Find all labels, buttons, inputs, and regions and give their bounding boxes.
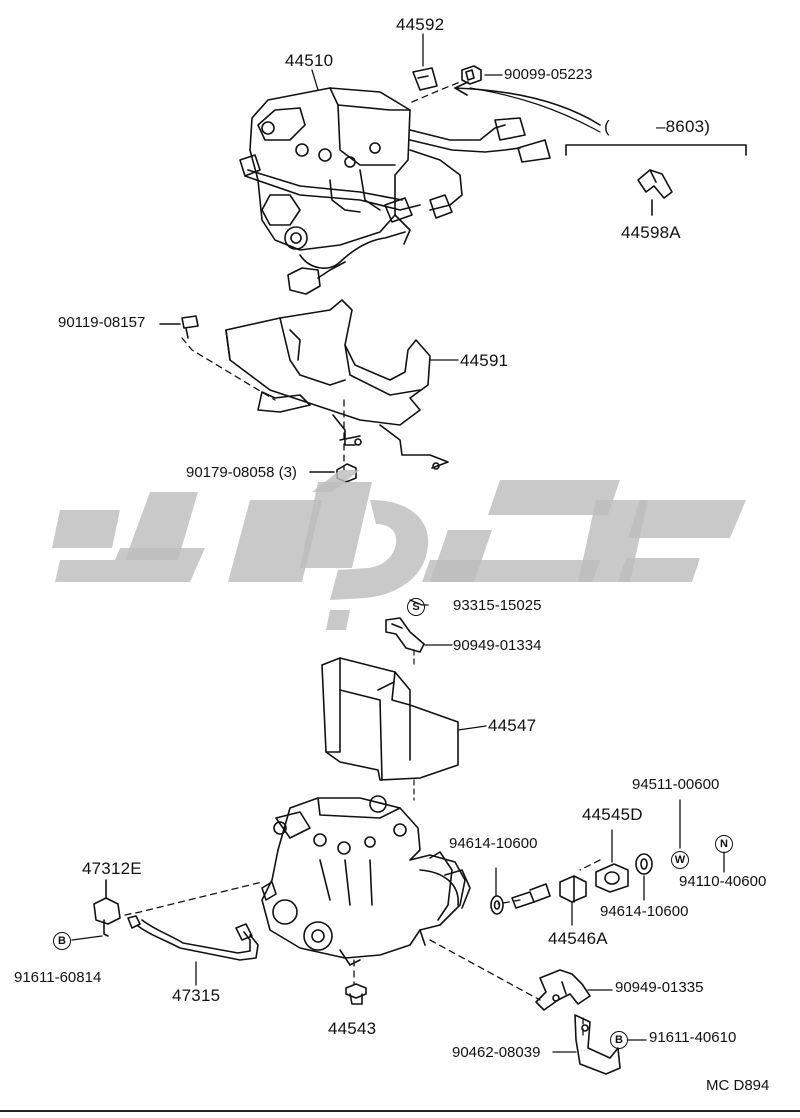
applicability-open: ( (604, 117, 610, 136)
label-44543[interactable]: 44543 (328, 1019, 377, 1038)
union-47312E (93, 879, 121, 937)
label-90099-05223[interactable]: 90099-05223 (504, 66, 593, 83)
symbol-b-icon: B (53, 932, 71, 950)
label-47312E[interactable]: 47312E (82, 859, 142, 878)
plug-44543 (345, 983, 367, 1005)
label-90949-01334[interactable]: 90949-01334 (453, 637, 542, 654)
collar-44546A (559, 875, 587, 903)
bolt-short (511, 883, 551, 909)
label-94614-10600-b[interactable]: 94614-10600 (600, 903, 689, 920)
label-44510[interactable]: 44510 (285, 51, 334, 70)
bracket-90462-08039 (574, 1014, 621, 1075)
label-90949-01335[interactable]: 90949-01335 (615, 979, 704, 996)
washer-94614-a (490, 895, 504, 915)
bushing-90099-05223 (461, 65, 482, 85)
applicability-bracket (565, 144, 747, 156)
cushion-44545D (595, 863, 629, 893)
clip-90949-01335 (535, 969, 591, 1011)
symbol-n-icon: N (715, 835, 733, 853)
diagram-code: MC D894 (706, 1077, 770, 1094)
label-44591[interactable]: 44591 (460, 351, 509, 370)
label-90462-08039[interactable]: 90462-08039 (452, 1044, 541, 1061)
label-94110-40600[interactable]: 94110-40600 (679, 873, 767, 890)
label-94614-10600-a[interactable]: 94614-10600 (449, 835, 538, 852)
footer-divider (0, 1110, 800, 1112)
applicability-range: –8603) (656, 117, 711, 136)
dashed-leaders-lower (124, 859, 601, 1041)
clip-44598A (637, 169, 673, 199)
label-90179-08058[interactable]: 90179-08058 (3) (186, 464, 297, 481)
symbol-w-icon: W (671, 851, 689, 869)
clip-90949-01334 (385, 617, 425, 653)
leaders-upper (311, 33, 503, 361)
label-91611-40610[interactable]: 91611-40610 (649, 1029, 737, 1046)
symbol-s-icon: S (407, 598, 425, 616)
label-47315[interactable]: 47315 (172, 986, 221, 1005)
label-93315-15025[interactable]: 93315-15025 (453, 597, 542, 614)
washer-94614-b (635, 853, 653, 875)
label-91611-60814[interactable]: 91611-60814 (14, 969, 102, 986)
label-44546A[interactable]: 44546A (548, 929, 608, 948)
cover-44547 (321, 657, 459, 781)
abs-actuator-upper (239, 87, 551, 295)
symbol-b2-icon: B (610, 1031, 628, 1049)
bracket-44591 (225, 299, 449, 470)
label-44598A[interactable]: 44598A (621, 223, 681, 242)
clip-44592 (412, 67, 438, 91)
label-44547[interactable]: 44547 (488, 716, 537, 735)
label-94511-00600[interactable]: 94511-00600 (632, 776, 720, 793)
bolt-90119-08157 (159, 315, 199, 339)
label-90119-08157[interactable]: 90119-08157 (58, 314, 146, 331)
abs-actuator-lower (261, 795, 471, 966)
dashed-leaders-upper (181, 81, 461, 471)
label-44592[interactable]: 44592 (396, 15, 445, 34)
pipe-47315 (127, 915, 259, 961)
label-44545D[interactable]: 44545D (582, 805, 643, 824)
